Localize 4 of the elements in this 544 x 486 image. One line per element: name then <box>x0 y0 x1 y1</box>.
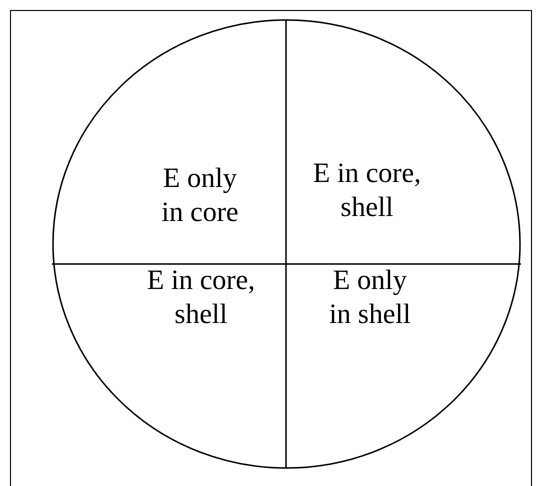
quadrant-label: E only in shell <box>327 264 413 332</box>
quadrant-label: E only in core <box>160 162 240 230</box>
quadrant-label: E in core, shell <box>307 157 427 225</box>
quadrant-label: E in core, shell <box>141 264 261 332</box>
